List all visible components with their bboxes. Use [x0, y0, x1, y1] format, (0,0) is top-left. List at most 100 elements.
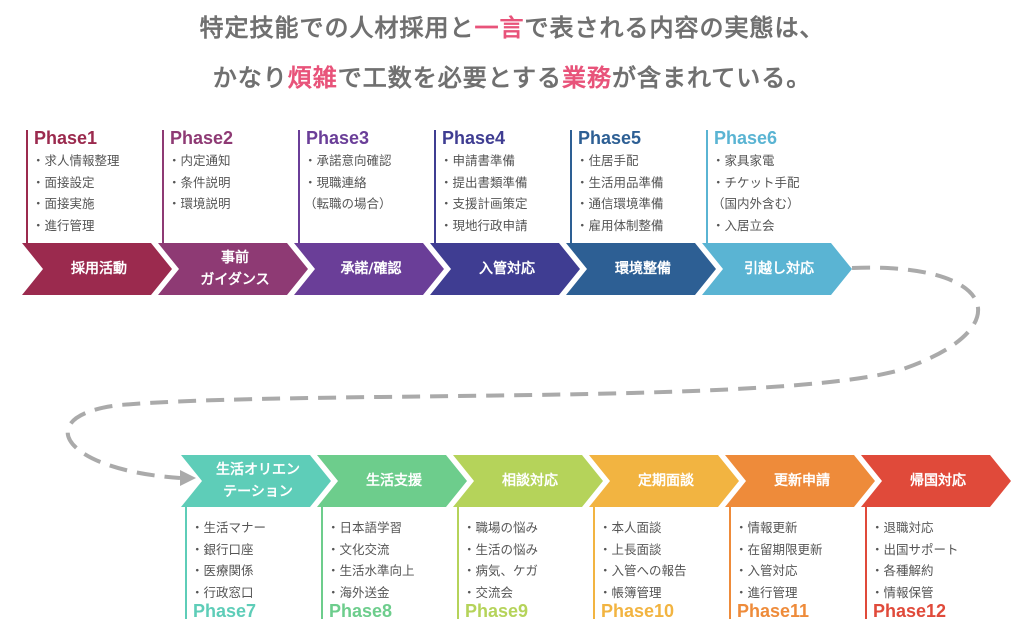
phase-item: ・家具家電	[712, 153, 775, 168]
phase-label: Phase1	[34, 128, 98, 148]
stage-chevron: 帰国対応	[861, 455, 1011, 507]
phase-item: ・住居手配	[576, 153, 639, 168]
phase-item: ・現職連絡	[304, 174, 367, 190]
phase-line	[185, 507, 187, 619]
stage-label: 採用活動	[71, 261, 127, 277]
phase-label: Phase10	[601, 601, 675, 621]
phase-items: ・退職対応・出国サポート・各種解約・情報保管	[871, 517, 959, 603]
phase-line	[729, 507, 731, 619]
stage-chevron: 入管対応	[430, 243, 580, 295]
phase-item: ・提出書類準備	[440, 174, 528, 190]
phase-line	[593, 507, 595, 619]
phase-item: ・入居立会	[712, 217, 775, 233]
phase-line	[865, 507, 867, 619]
phase-item: ・在留期限更新	[735, 541, 823, 557]
phase-item: ・通信環境準備	[576, 196, 664, 211]
headline-highlight: 煩雑	[287, 64, 338, 92]
phase-item: ・条件説明	[168, 174, 231, 190]
phase-item: ・進行管理	[32, 217, 95, 233]
phase-line	[26, 130, 28, 248]
phase-item: ・情報更新	[735, 520, 798, 535]
phase-items: ・住居手配・生活用品準備・通信環境準備・雇用体制整備	[576, 150, 664, 236]
phase-item: ・上長面談	[599, 541, 662, 557]
phase-item: ・進行管理	[735, 584, 798, 600]
phase-item: ・入管への報告	[599, 563, 687, 578]
phase-label: Phase8	[329, 601, 393, 621]
phase-item: ・面接設定	[32, 174, 95, 190]
phase-item: ・銀行口座	[191, 541, 254, 557]
phase-item: ・雇用体制整備	[576, 217, 664, 233]
stage-label: 引越し対応	[744, 261, 814, 277]
phase-label: Phase2	[170, 128, 234, 148]
phase-item: ・生活マナー	[191, 520, 267, 535]
phase-item: ・求人情報整理	[32, 153, 120, 168]
headline-text: 特定技能での人材採用と	[199, 14, 475, 42]
phase-item: ・各種解約	[871, 563, 934, 578]
phase-label: Phase9	[465, 601, 529, 621]
headline-highlight: 業務	[562, 64, 612, 92]
stage-label: 生活オリエン テーション	[216, 462, 300, 500]
stage-chevron: 更新申請	[725, 455, 875, 507]
stage-chevron: 承諾/確認	[294, 243, 444, 295]
phase-label: Phase12	[873, 601, 947, 621]
stage-chevron: 引越し対応	[702, 243, 852, 295]
stage-label: 承諾/確認	[340, 261, 402, 277]
stage-label: 環境整備	[615, 261, 671, 277]
phase-line	[457, 507, 459, 619]
phase-item: ・本人面談	[599, 520, 662, 535]
phase-item: ・面接実施	[32, 196, 95, 211]
stage-label: 帰国対応	[910, 473, 966, 489]
phase-item: ・職場の悩み	[463, 520, 539, 535]
phase-item: ・海外送金	[327, 584, 390, 600]
headline-highlight: 一言	[474, 14, 525, 42]
phase-label: Phase5	[578, 128, 642, 148]
headline-text: かなり	[212, 64, 288, 92]
stage-chevron: 事前 ガイダンス	[158, 243, 308, 295]
phase-items: ・承諾意向確認・現職連絡（転職の場合）	[304, 150, 392, 215]
headline-line-1: 特定技能での人材採用と一言で表される内容の実態は、	[0, 8, 1024, 43]
stage-label: 事前 ガイダンス	[200, 250, 270, 288]
phase-items: ・内定通知・条件説明・環境説明	[168, 150, 231, 215]
stage-chevron: 相談対応	[453, 455, 603, 507]
phase-item: ・申請書準備	[440, 153, 516, 168]
phase-item: ・生活水準向上	[327, 563, 415, 578]
phase-item: ・チケット手配	[712, 174, 800, 190]
headline-text: が含まれている。	[612, 64, 812, 92]
phase-items: ・職場の悩み・生活の悩み・病気、ケガ・交流会	[463, 517, 538, 603]
phase-item: ・情報保管	[871, 584, 934, 600]
stage-label: 生活支援	[366, 473, 422, 489]
phase-item: ・文化交流	[327, 541, 390, 557]
phase-line	[298, 130, 300, 248]
phase-label: Phase4	[442, 128, 506, 148]
phase-item: ・医療関係	[191, 563, 254, 578]
stage-chevron: 定期面談	[589, 455, 739, 507]
stage-chevron: 生活支援	[317, 455, 467, 507]
phase-item: ・支援計画策定	[440, 196, 528, 211]
arrowhead-icon	[180, 470, 196, 486]
stage-chevron: 生活オリエン テーション	[181, 455, 331, 507]
phase-item: ・日本語学習	[327, 520, 403, 535]
phase-items: ・日本語学習・文化交流・生活水準向上・海外送金	[327, 517, 415, 603]
phase-item: ・病気、ケガ	[463, 563, 539, 578]
phase-items: ・本人面談・上長面談・入管への報告・帳簿管理	[599, 517, 687, 603]
stage-chevron: 採用活動	[22, 243, 172, 295]
stage-chevron: 環境整備	[566, 243, 716, 295]
phase-item: ・承諾意向確認	[304, 153, 392, 168]
phase-line	[162, 130, 164, 248]
phase-items: ・求人情報整理・面接設定・面接実施・進行管理	[32, 150, 120, 236]
headline-text: で表される内容の実態は、	[524, 14, 825, 42]
phase-items: ・申請書準備・提出書類準備・支援計画策定・現地行政申請	[440, 150, 528, 236]
stage-label: 更新申請	[774, 473, 830, 489]
phase-item: （国内外含む）	[712, 196, 800, 211]
phase-item: ・入管対応	[735, 563, 798, 578]
phase-item: ・生活の悩み	[463, 541, 539, 557]
phase-line	[321, 507, 323, 619]
stage-label: 相談対応	[502, 473, 558, 489]
phase-item: ・環境説明	[168, 196, 231, 211]
phase-item: ・帳簿管理	[599, 584, 662, 600]
phase-item: ・交流会	[463, 584, 514, 600]
stage-label: 定期面談	[638, 473, 694, 489]
phase-item: ・行政窓口	[191, 584, 254, 600]
phase-item: ・現地行政申請	[440, 217, 528, 233]
